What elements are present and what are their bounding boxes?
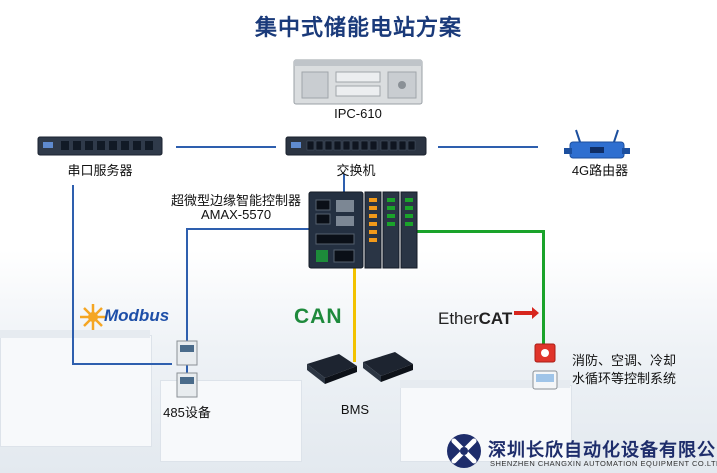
background-building: [0, 335, 152, 447]
background-roof: [400, 380, 570, 388]
link-ethercat-down: [542, 230, 545, 345]
controller-label-name: 超微型边缘智能控制器: [170, 193, 301, 208]
controller-label-model: AMAX-5570: [200, 207, 272, 222]
link-controller-modbus: [186, 228, 311, 230]
control-system-label-2: 水循环等控制系统: [572, 371, 677, 386]
bms-label: BMS: [340, 402, 370, 417]
background-roof: [0, 330, 150, 338]
controller-icon: [308, 191, 418, 269]
switch-label: 交换机: [336, 163, 376, 178]
company-name-cn: 深圳长欣自动化设备有限公司: [488, 440, 717, 460]
company-name-en: SHENZHEN CHANGXIN AUTOMATION EQUIPMENT C…: [490, 459, 717, 468]
link-modbus-down: [186, 228, 188, 378]
modbus-logo-icon: [80, 304, 106, 330]
ethercat-arrow-icon: [514, 307, 539, 319]
link-serial-485: [72, 363, 172, 365]
bms-icon: [307, 352, 413, 384]
serial-server-icon: [37, 136, 163, 156]
ipc-icon: [293, 59, 423, 105]
router-label: 4G路由器: [571, 163, 629, 178]
background-building: [400, 385, 572, 462]
link-switch-router: [438, 146, 538, 148]
page-title: 集中式储能电站方案: [254, 15, 462, 40]
link-switch-controller: [343, 174, 345, 196]
meter-icon: [176, 340, 198, 398]
link-ethercat: [411, 230, 545, 233]
router-icon: [564, 129, 630, 159]
ethercat-logo: EtherCAT: [438, 309, 512, 329]
serial-server-label: 串口服务器: [67, 163, 133, 178]
link-can: [353, 262, 356, 362]
switch-icon: [285, 136, 427, 156]
fire-alarm-icon: [532, 343, 558, 390]
link-serial-switch: [176, 146, 276, 148]
control-system-label-1: 消防、空调、冷却: [572, 353, 677, 368]
ethercat-label-ether: Ether: [438, 309, 479, 328]
modbus-label: Modbus: [104, 306, 170, 325]
ethercat-label-cat: CAT: [478, 309, 513, 328]
device-485-label: 485设备: [163, 405, 211, 420]
can-label: CAN: [294, 305, 343, 328]
link-serial-down: [72, 185, 74, 365]
ipc-label: IPC-610: [334, 106, 382, 121]
company-logo-icon: [447, 434, 481, 468]
